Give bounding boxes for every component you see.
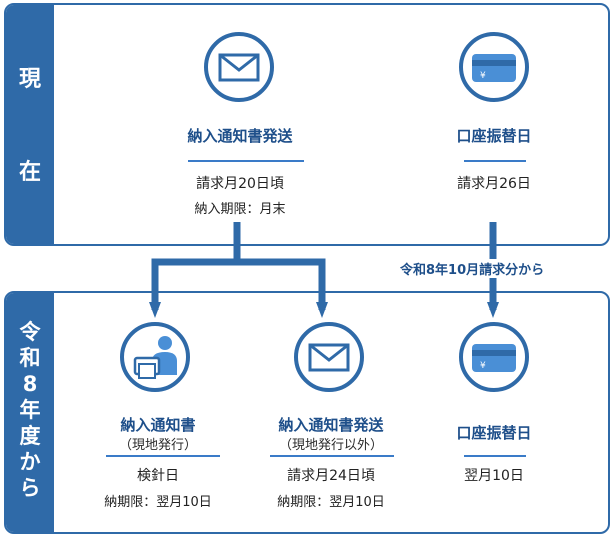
future-col3-line1: 翌月10日 (464, 468, 524, 484)
future-label-char: 年 (19, 398, 41, 422)
svg-text:¥: ¥ (480, 71, 486, 81)
future-col1-line1: 検針日 (137, 468, 179, 484)
envelope-icon (203, 31, 275, 107)
meter-reader-icon (119, 321, 191, 397)
future-label-char: 和 (19, 346, 41, 370)
current-sidebar: 現 在 (6, 5, 54, 244)
future-label-char: ら (19, 476, 41, 500)
credit-card-icon: ¥ (458, 321, 530, 397)
future-col2-title: 納入通知書発送 (278, 416, 384, 434)
current-label-char-1: 現 (18, 67, 41, 92)
svg-text:¥: ¥ (480, 361, 486, 371)
current-col1-line1: 請求月20日頃 (196, 176, 284, 192)
current-col2-line1: 請求月26日 (457, 176, 531, 192)
future-col2-line1: 請求月24日頃 (287, 468, 375, 484)
future-col1-line2: 納期限：翌月10日 (104, 495, 212, 510)
current-col1-title: 納入通知書発送 (187, 127, 293, 145)
current-label-char-2: 在 (18, 160, 41, 185)
future-col3-underline (464, 455, 526, 457)
current-col1-underline (188, 160, 304, 162)
future-label-char: 度 (19, 424, 41, 448)
future-col1-underline (106, 455, 220, 457)
envelope-icon (293, 321, 365, 397)
change-note: 令和8年10月請求分から (398, 259, 547, 278)
future-label-char: 8 (22, 372, 38, 396)
future-label-char: か (19, 450, 41, 474)
future-col2-underline (270, 455, 394, 457)
current-panel: 現 在 納入通知書発送 請求月20日頃 納入期限：月末 ¥ 口座振替日 請求月2… (4, 3, 610, 246)
future-col2-line2: 納期限：翌月10日 (277, 495, 385, 510)
future-col1-subtitle: （現地発行） (118, 438, 197, 453)
future-col1-title: 納入通知書 (120, 416, 196, 434)
future-label-char: 令 (19, 320, 41, 344)
current-col2-underline (464, 160, 526, 162)
current-col2-title: 口座振替日 (456, 127, 532, 145)
credit-card-icon: ¥ (458, 31, 530, 107)
future-col2-subtitle: （現地発行以外） (278, 438, 383, 453)
current-col1-line2: 納入期限：月末 (194, 202, 286, 217)
future-col3-title: 口座振替日 (456, 424, 532, 442)
